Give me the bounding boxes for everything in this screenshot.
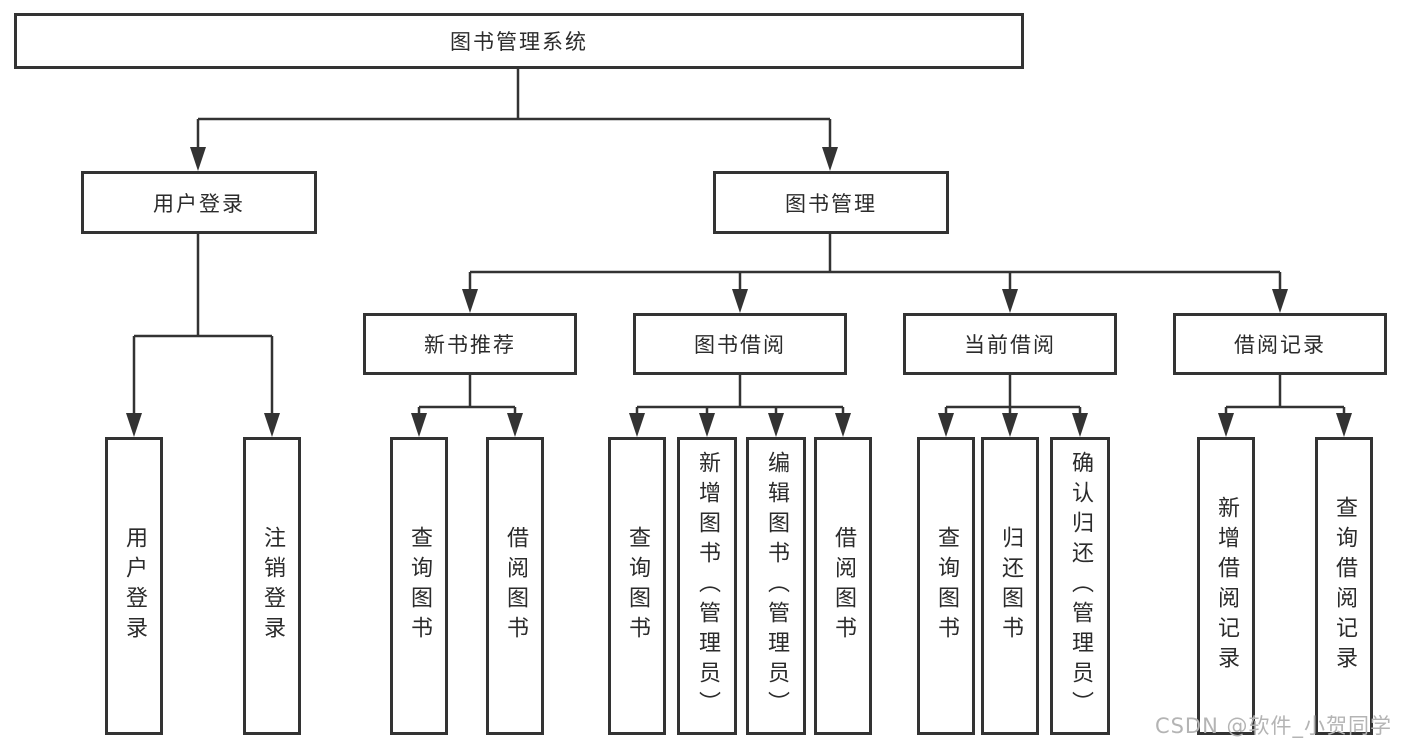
connector-book-management (468, 234, 1282, 292)
connector-book-borrow (635, 375, 845, 416)
leaf-logout: 注销登录 (243, 437, 301, 735)
leaf-add-borrow-record-label: 新增借阅记录 (1214, 496, 1239, 676)
leaf-query-books-current-label: 查询图书 (934, 526, 959, 646)
leaf-add-book-admin-label: 新增图书（管理员） (695, 451, 720, 721)
leaf-return-book-label: 归还图书 (998, 526, 1023, 646)
leaf-user-login: 用户登录 (105, 437, 163, 735)
leaf-borrow-books-2-label: 借阅图书 (831, 526, 856, 646)
node-new-book-recommend-label: 新书推荐 (424, 333, 516, 357)
connector-user-login (132, 234, 274, 416)
node-current-borrow-label: 当前借阅 (964, 333, 1056, 357)
leaf-logout-label: 注销登录 (260, 526, 285, 646)
leaf-user-login-label: 用户登录 (122, 526, 147, 646)
leaf-confirm-return-admin-label: 确认归还（管理员） (1068, 451, 1093, 721)
node-book-management: 图书管理 (713, 171, 949, 234)
leaf-confirm-return-admin: 确认归还（管理员） (1050, 437, 1110, 735)
node-current-borrow: 当前借阅 (903, 313, 1117, 375)
leaf-edit-book-admin-label: 编辑图书（管理员） (764, 451, 789, 721)
leaf-borrow-books-2: 借阅图书 (814, 437, 872, 735)
leaf-query-borrow-record: 查询借阅记录 (1315, 437, 1373, 735)
node-book-borrow-label: 图书借阅 (694, 333, 786, 357)
leaf-borrow-books-recommend-label: 借阅图书 (503, 526, 528, 646)
leaf-add-borrow-record: 新增借阅记录 (1197, 437, 1255, 735)
leaf-query-books-recommend: 查询图书 (390, 437, 448, 735)
leaf-query-books-borrow-label: 查询图书 (625, 526, 650, 646)
csdn-watermark: CSDN @软件_小贺同学 (1154, 714, 1392, 738)
leaf-edit-book-admin: 编辑图书（管理员） (746, 437, 806, 735)
leaf-query-borrow-record-label: 查询借阅记录 (1332, 496, 1357, 676)
connector-borrow-records (1224, 375, 1346, 416)
connector-current-borrow (944, 375, 1082, 416)
leaf-query-books-current: 查询图书 (917, 437, 975, 735)
node-user-login: 用户登录 (81, 171, 317, 234)
arrowheads (126, 147, 1352, 437)
leaf-add-book-admin: 新增图书（管理员） (677, 437, 737, 735)
node-root: 图书管理系统 (14, 13, 1024, 69)
connector-new-book-recommend (417, 375, 517, 416)
leaf-borrow-books-recommend: 借阅图书 (486, 437, 544, 735)
leaf-return-book: 归还图书 (981, 437, 1039, 735)
node-borrow-records-label: 借阅记录 (1234, 333, 1326, 357)
connector-root (196, 69, 832, 150)
node-root-label: 图书管理系统 (450, 30, 588, 54)
node-book-management-label: 图书管理 (785, 191, 877, 216)
node-user-login-label: 用户登录 (153, 191, 245, 216)
node-borrow-records: 借阅记录 (1173, 313, 1387, 375)
leaf-query-books-recommend-label: 查询图书 (407, 526, 432, 646)
leaf-query-books-borrow: 查询图书 (608, 437, 666, 735)
node-book-borrow: 图书借阅 (633, 313, 847, 375)
node-new-book-recommend: 新书推荐 (363, 313, 577, 375)
